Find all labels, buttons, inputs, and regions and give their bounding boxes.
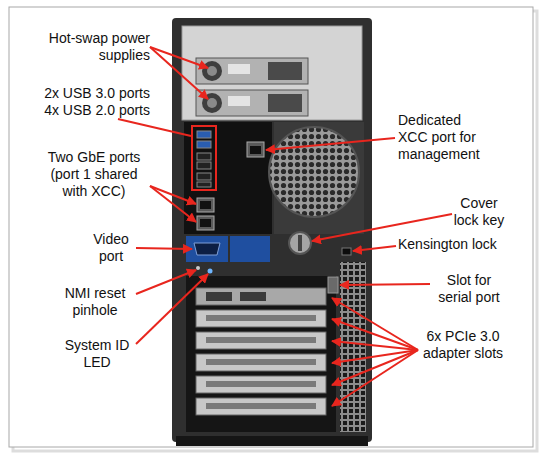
pcie-slot-cover [196, 310, 326, 327]
callout-label: 6x PCIe 3.0 adapter slots [416, 328, 510, 362]
psu-label-plate [228, 96, 250, 106]
lock-key-slot [298, 235, 302, 251]
usb2-port [197, 162, 211, 169]
id-panel [230, 236, 270, 262]
pcie-slot-cover [196, 376, 326, 393]
video-port [194, 243, 220, 255]
callout-label: Two GbE ports (port 1 shared with XCC) [38, 149, 150, 200]
io-panel [184, 122, 272, 234]
callout-label: NMI reset pinhole [54, 285, 136, 319]
adapter-connector [206, 292, 232, 301]
system-id-led [208, 269, 213, 274]
callout-label: Slot for serial port [430, 272, 508, 306]
kensington-slot [342, 248, 351, 255]
leader-line [150, 186, 196, 204]
power-supply [196, 58, 308, 84]
usb2-port [197, 182, 211, 187]
leader-line [150, 47, 208, 99]
usb-highlight-box [192, 126, 216, 190]
callout-label: 2x USB 3.0 ports 4x USB 2.0 ports [28, 85, 150, 119]
pcie-slot-cover [196, 332, 326, 349]
perforated-panel [340, 262, 366, 432]
leader-line [332, 341, 418, 350]
leader-line [332, 350, 418, 406]
leader-line [332, 298, 418, 350]
psu-handle [268, 62, 302, 80]
psu-label-plate [228, 64, 250, 74]
leader-line [118, 119, 191, 136]
gbe-port [197, 198, 214, 212]
leader-line [353, 246, 396, 251]
nmi-pinhole [196, 266, 200, 270]
video-port-plate [186, 236, 228, 262]
leader-line [332, 319, 418, 350]
callout-label: Cover lock key [448, 195, 510, 229]
leader-lines [118, 47, 452, 406]
leader-line [136, 274, 208, 344]
usb2-port [197, 153, 211, 160]
adapter-connector [240, 292, 266, 301]
leader-line [266, 138, 395, 150]
pcie-adapter-bracket [196, 288, 326, 305]
leader-line [150, 186, 196, 222]
psu-bay [182, 26, 362, 120]
leader-line [332, 350, 418, 363]
psu-handle [268, 94, 302, 112]
power-supply [196, 90, 308, 116]
psu-fan-hub [207, 66, 217, 76]
psu-fan [202, 61, 222, 81]
leader-line [136, 248, 192, 249]
pcie-slot-area [186, 276, 336, 432]
gbe-port-socket [200, 201, 211, 209]
serial-port-slot [328, 277, 338, 293]
xcc-port [247, 142, 264, 157]
slot-vent [206, 359, 316, 365]
callout-label: Kensington lock [398, 236, 528, 253]
callout-label: Hot-swap power supplies [40, 30, 150, 64]
leader-line [340, 284, 430, 285]
xcc-port-socket [250, 146, 261, 154]
usb2-port [197, 173, 211, 180]
usb3-port [197, 131, 211, 138]
pcie-slot-cover [196, 354, 326, 371]
pcie-slot-cover [196, 398, 326, 415]
slot-vent [206, 381, 316, 387]
server-chassis [172, 18, 372, 442]
gbe-port-socket [200, 219, 211, 227]
leader-line [136, 270, 196, 294]
slot-vent [206, 337, 316, 343]
slot-vent [206, 315, 316, 321]
cover-lock [289, 232, 311, 254]
leader-line [332, 350, 418, 385]
callout-label: Video port [86, 231, 136, 265]
callout-label: System ID LED [58, 337, 136, 371]
gbe-port [197, 216, 214, 230]
picture-frame [9, 7, 533, 447]
usb3-port [197, 141, 211, 148]
chassis-foot [176, 436, 368, 446]
leader-line [150, 47, 208, 68]
fan-grill [269, 127, 359, 217]
callout-label: Dedicated XCC port for management [398, 112, 488, 163]
slot-vent [206, 403, 316, 409]
psu-fan-hub [207, 98, 217, 108]
